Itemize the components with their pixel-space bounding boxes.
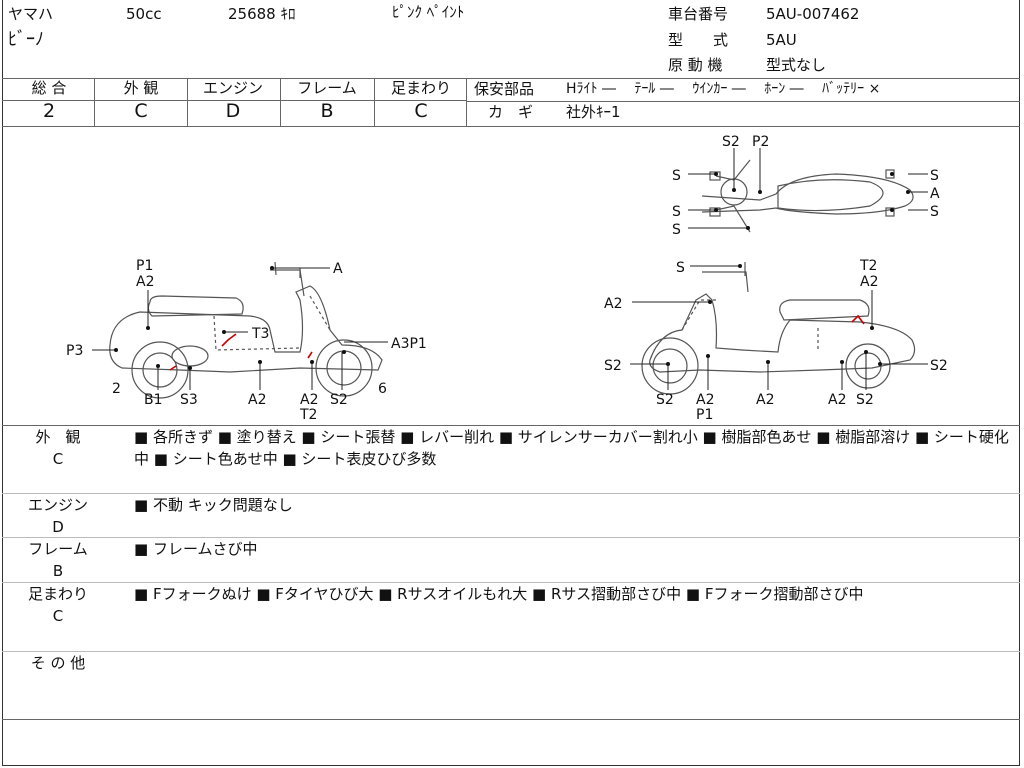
divider bbox=[2, 100, 466, 101]
maker: ヤマハ bbox=[8, 5, 54, 23]
engine-label: 原 動 機 bbox=[668, 56, 723, 74]
diagram-label: P2 bbox=[752, 134, 769, 150]
model-name: ﾋﾞｰﾉ bbox=[8, 29, 44, 50]
scooter-diagram: P1 A2 A T3 A3P1 P3 2 B1 S3 A2 A2 T2 S2 6… bbox=[66, 134, 948, 423]
grade-header-exterior: 外 観 bbox=[123, 79, 159, 97]
safety-items: Hﾗｲﾄ ― ﾃｰﾙ ― ｳｲﾝｶｰ ― ﾎｰﾝ ― ﾊﾞｯﾃﾘｰ × bbox=[566, 81, 881, 97]
diagram-label: S bbox=[930, 168, 939, 184]
diagram-label: S2 bbox=[930, 358, 948, 374]
diagram-label: A2 bbox=[136, 274, 154, 290]
diagram-label: S bbox=[676, 260, 685, 276]
diagram-label: A2 bbox=[860, 274, 878, 290]
diagram-label: S bbox=[672, 204, 681, 220]
divider bbox=[2, 582, 1020, 583]
diagram-label: T2 bbox=[299, 407, 317, 423]
diagram-label: P1 bbox=[136, 258, 153, 274]
diagram-label: S2 bbox=[856, 392, 874, 408]
grade-header-overall: 総 合 bbox=[31, 79, 67, 97]
grade-exterior: C bbox=[134, 100, 148, 122]
divider bbox=[94, 78, 95, 126]
divider bbox=[2, 719, 1020, 720]
key-value: 社外ｷｰ1 bbox=[566, 103, 621, 121]
divider bbox=[2, 425, 1020, 426]
divider bbox=[2, 537, 1020, 538]
divider bbox=[466, 78, 467, 126]
divider bbox=[2, 493, 1020, 494]
diagram-label: S bbox=[672, 222, 681, 238]
grade-engine: D bbox=[225, 100, 241, 122]
diagram-label: A bbox=[333, 261, 343, 277]
engine-value: 型式なし bbox=[766, 56, 827, 74]
section-exterior-text: ■ 各所きず ■ 塗り替え ■ シート張替 ■ レバー削れ ■ サイレンサーカバ… bbox=[134, 428, 1009, 468]
grade-header-frame: フレーム bbox=[297, 79, 357, 97]
color: ﾋﾟﾝｸ ﾍﾟｲﾝﾄ bbox=[392, 3, 465, 21]
grade-header-engine: エンジン bbox=[202, 79, 263, 97]
grade-overall: 2 bbox=[42, 100, 56, 122]
diagram-label: A bbox=[930, 186, 940, 202]
diagram-label: S2 bbox=[656, 392, 674, 408]
chassis-label: 車台番号 bbox=[668, 5, 729, 23]
diagram-label: B1 bbox=[144, 392, 163, 408]
type-value: 5AU bbox=[766, 31, 797, 49]
diagram-label: A2 bbox=[248, 392, 266, 408]
section-engine-text: ■ 不動 キック問題なし bbox=[134, 496, 293, 514]
divider bbox=[187, 78, 188, 126]
diagram-label: 6 bbox=[378, 381, 387, 397]
divider bbox=[466, 101, 1020, 102]
diagram-label: S bbox=[930, 204, 939, 220]
divider bbox=[2, 126, 1020, 127]
divider bbox=[374, 78, 375, 126]
diagram-label: 2 bbox=[112, 381, 121, 397]
diagram-label: S2 bbox=[722, 134, 740, 150]
diagram-label: A2 bbox=[604, 296, 622, 312]
section-frame-text: ■ フレームさび中 bbox=[134, 540, 258, 558]
divider bbox=[2, 651, 1020, 652]
section-other-label: そ の 他 bbox=[30, 654, 86, 672]
key-label: カ ギ bbox=[488, 103, 534, 121]
diagram-label: S bbox=[672, 168, 681, 184]
type-label: 型 式 bbox=[668, 31, 729, 49]
diagram-label: A2 bbox=[696, 392, 714, 408]
divider bbox=[280, 78, 281, 126]
diagram-label: A3P1 bbox=[391, 336, 427, 352]
diagram-label: T3 bbox=[251, 326, 269, 342]
diagram-label: P1 bbox=[696, 407, 713, 423]
section-suspension-text: ■ Fフォークぬけ ■ Fタイヤひび大 ■ Rサスオイルもれ大 ■ Rサス摺動部… bbox=[134, 585, 864, 603]
grade-frame: B bbox=[320, 100, 334, 122]
diagram-label: S2 bbox=[330, 392, 348, 408]
divider bbox=[2, 78, 1020, 79]
mileage: 25688 ｷﾛ bbox=[228, 5, 296, 23]
safety-label: 保安部品 bbox=[474, 80, 535, 98]
grade-header-suspension: 足まわり bbox=[390, 79, 451, 97]
displacement: 50cc bbox=[126, 5, 162, 23]
diagram-label: A2 bbox=[756, 392, 774, 408]
diagram-label: P3 bbox=[66, 343, 83, 359]
chassis-value: 5AU-007462 bbox=[766, 5, 860, 23]
diagram-label: A2 bbox=[300, 392, 318, 408]
grade-suspension: C bbox=[414, 100, 428, 122]
diagram-label: S3 bbox=[180, 392, 198, 408]
diagram-label: A2 bbox=[828, 392, 846, 408]
diagram-label: T2 bbox=[859, 258, 877, 274]
diagram-label: S2 bbox=[604, 358, 622, 374]
